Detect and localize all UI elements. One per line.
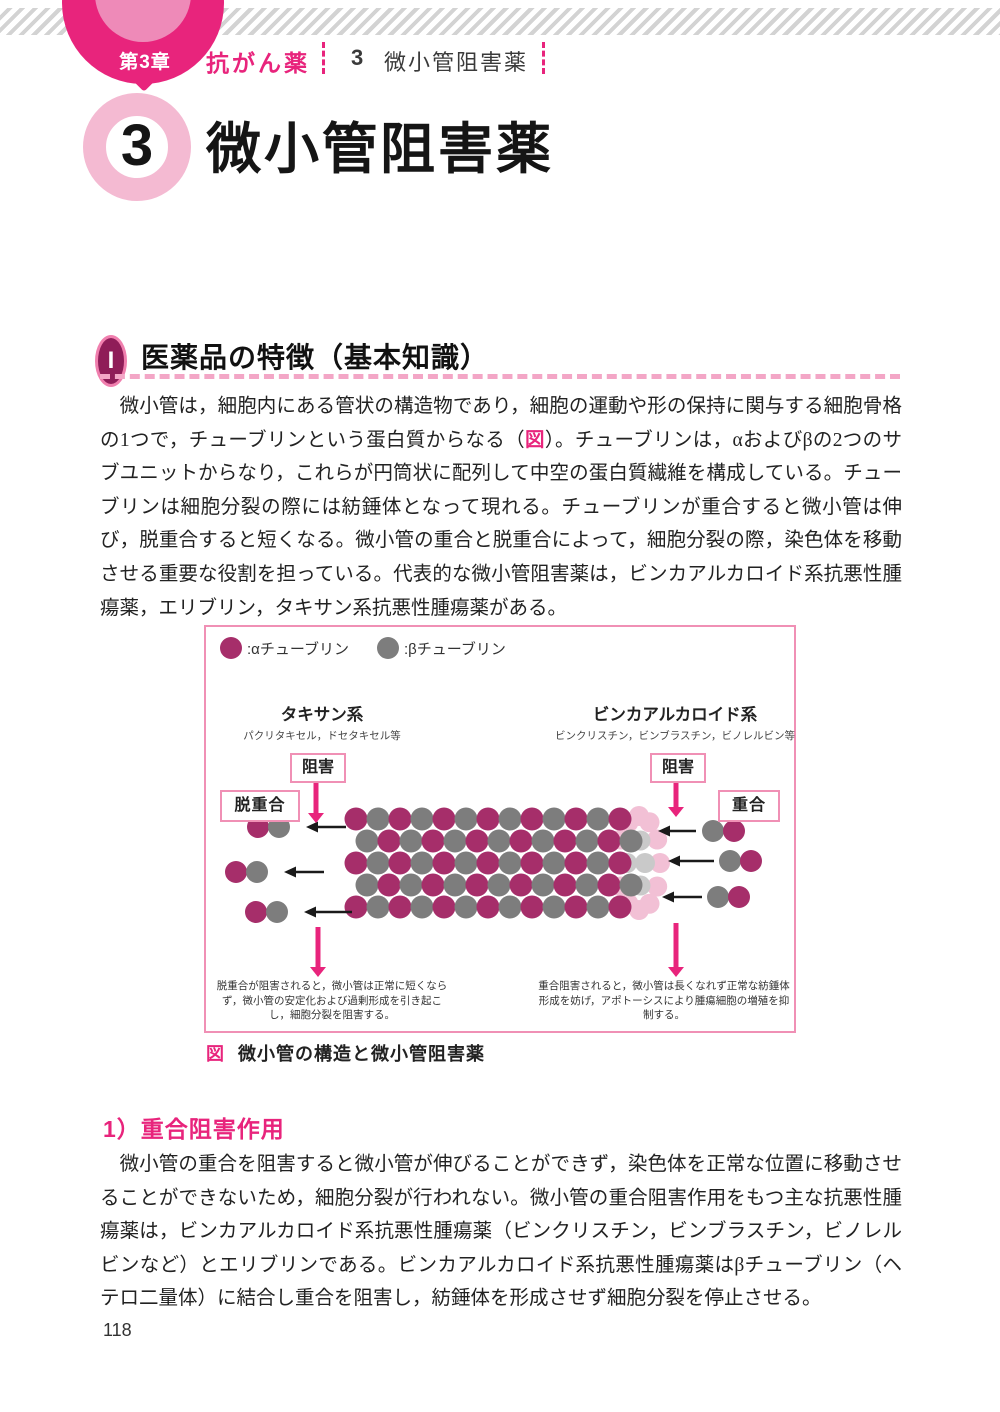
body-paragraph-2: 微小管の重合を阻害すると微小管が伸びることができず，染色体を正常な位置に移動させ… <box>100 1154 902 1310</box>
polymerization-box: 重合 <box>718 790 780 822</box>
body-paragraph-1: 微小管は，細胞内にある管状の構造物であり，細胞の運動や形の保持に関与する細胞骨格… <box>100 390 902 625</box>
running-head-separator <box>542 42 545 74</box>
section-badge: I <box>95 335 127 387</box>
legend-label: :βチューブリン <box>403 640 506 658</box>
running-head-separator <box>322 42 325 74</box>
legend-item-alpha-tubulin: :αチューブリン <box>220 637 349 659</box>
depolymerization-box: 脱重合 <box>220 790 300 822</box>
inhibit-box-right: 阻害 <box>650 753 706 783</box>
running-head-section-number: 3 <box>351 45 364 70</box>
figure-note-left: 脱重合が阻害されると，微小管は正常に短くならず，微小管の安定化および過剰形成を引… <box>216 980 448 1021</box>
drug-group-vinca: ビンカアルカロイド系 ビンクリスチン，ビンブラスチン，ビノレルビン等 <box>554 701 796 743</box>
figure-caption-text: 微小管の構造と微小管阻害薬 <box>238 1044 485 1064</box>
microtubule-diagram <box>225 783 762 977</box>
drug-group-taxane: タキサン系 パクリタキセル，ドセタキセル等 <box>216 701 428 743</box>
legend-item-beta-tubulin: :βチューブリン <box>376 637 506 659</box>
inhibit-box-left: 阻害 <box>290 753 346 783</box>
figure-microtubule: :αチューブリン :βチューブリン タキサン系 パクリタキセル，ドセタキセル等 … <box>204 625 796 1033</box>
drug-group-examples: ビンクリスチン，ビンブラスチン，ビノレルビン等 <box>555 730 795 742</box>
running-head-section-title: 微小管阻害薬 <box>384 50 529 75</box>
figure-note-right: 重合阻害されると，微小管は長くなれず正常な紡錘体形成を妨げ，アポトーシスにより腫… <box>538 980 790 1021</box>
drug-group-examples: パクリタキセル，ドセタキセル等 <box>243 730 401 742</box>
alpha-tubulin-dot-icon <box>220 637 242 659</box>
figure-legend: :αチューブリン :βチューブリン <box>220 637 506 659</box>
section-heading: 医薬品の特徴（基本知識） <box>141 342 490 373</box>
figure-caption-label: 図 <box>206 1044 224 1064</box>
title-number: 3 <box>120 113 154 178</box>
running-head-chapter: 抗がん薬 <box>206 50 310 76</box>
figure-caption: 図 微小管の構造と微小管阻害薬 <box>206 1040 485 1066</box>
figure-reference: 図 <box>525 429 545 451</box>
drug-group-name: ビンカアルカロイド系 <box>592 706 758 724</box>
section-dashed-rule <box>100 374 900 379</box>
page-number: 118 <box>103 1320 132 1340</box>
page-title: 微小管阻害薬 <box>206 118 555 180</box>
legend-label: :αチューブリン <box>247 640 349 658</box>
paragraph-text: 微小管は，細胞内にある管状の構造物であり，細胞の運動や形の保持に関与する細胞骨格… <box>100 396 902 451</box>
subsection-heading: 1）重合阻害作用 <box>103 1116 285 1142</box>
chapter-badge: 第3章 <box>119 52 171 73</box>
beta-tubulin-dot-icon <box>376 637 399 659</box>
drug-group-name: タキサン系 <box>280 706 364 724</box>
paragraph-text: ）。チューブリンは，αおよびβの2つのサブユニットからなり，これらが円筒状に配列… <box>100 429 902 619</box>
